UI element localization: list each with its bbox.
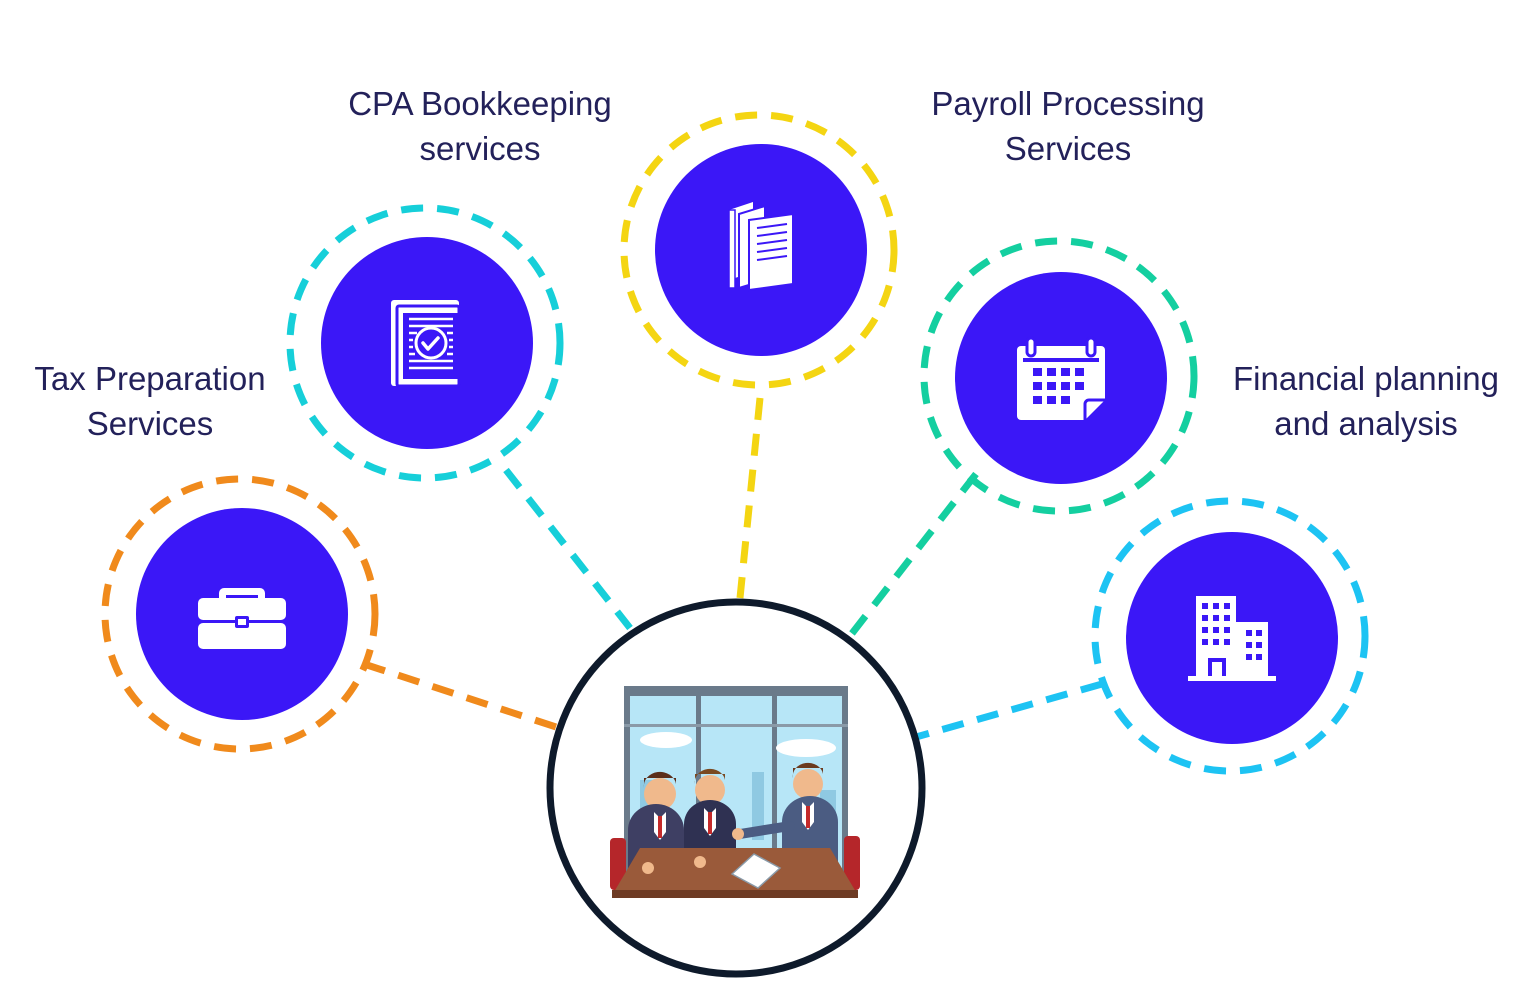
connector-planning: [847, 471, 979, 639]
label-planning: Financial planning and analysis: [1214, 356, 1518, 446]
label-tax-line-1: Tax Preparation: [34, 360, 266, 397]
hub-node: [546, 598, 926, 978]
dashed-ring: [1091, 497, 1369, 775]
dashed-ring: [920, 237, 1198, 515]
label-bookkeeping-line-2: services: [419, 130, 541, 167]
dashed-ring: [286, 204, 564, 482]
connector-corporate: [915, 680, 1103, 741]
label-payroll-line-1: Payroll Processing: [931, 85, 1205, 122]
connector-lines: [362, 397, 1103, 741]
label-tax-line-2: Services: [86, 405, 214, 442]
dashed-ring: [620, 111, 898, 389]
service-node-planning[interactable]: [920, 237, 1198, 515]
service-node-payroll[interactable]: [620, 111, 898, 389]
connector-tax: [362, 660, 558, 731]
document-check-icon: [391, 300, 461, 388]
service-node-corporate[interactable]: [1091, 497, 1369, 775]
label-bookkeeping-line-1: CPA Bookkeeping: [348, 85, 612, 122]
briefcase-icon: [198, 588, 286, 649]
connector-bookkeeping: [503, 467, 633, 631]
connector-payroll: [736, 397, 764, 599]
label-bookkeeping: CPA Bookkeeping services: [330, 81, 630, 171]
label-planning-line-1: Financial planning: [1232, 360, 1499, 397]
label-payroll: Payroll Processing Services: [914, 81, 1222, 171]
building-icon: [1188, 596, 1276, 681]
label-planning-line-2: and analysis: [1274, 405, 1458, 442]
dashed-ring: [101, 475, 379, 753]
service-node-bookkeeping[interactable]: [286, 204, 564, 482]
business-meeting-illustration: [610, 686, 860, 898]
books-icon: [728, 202, 794, 292]
label-tax: Tax Preparation Services: [20, 356, 280, 446]
label-payroll-line-2: Services: [1004, 130, 1132, 167]
service-node-tax[interactable]: [101, 475, 379, 753]
calendar-icon: [1017, 336, 1105, 420]
